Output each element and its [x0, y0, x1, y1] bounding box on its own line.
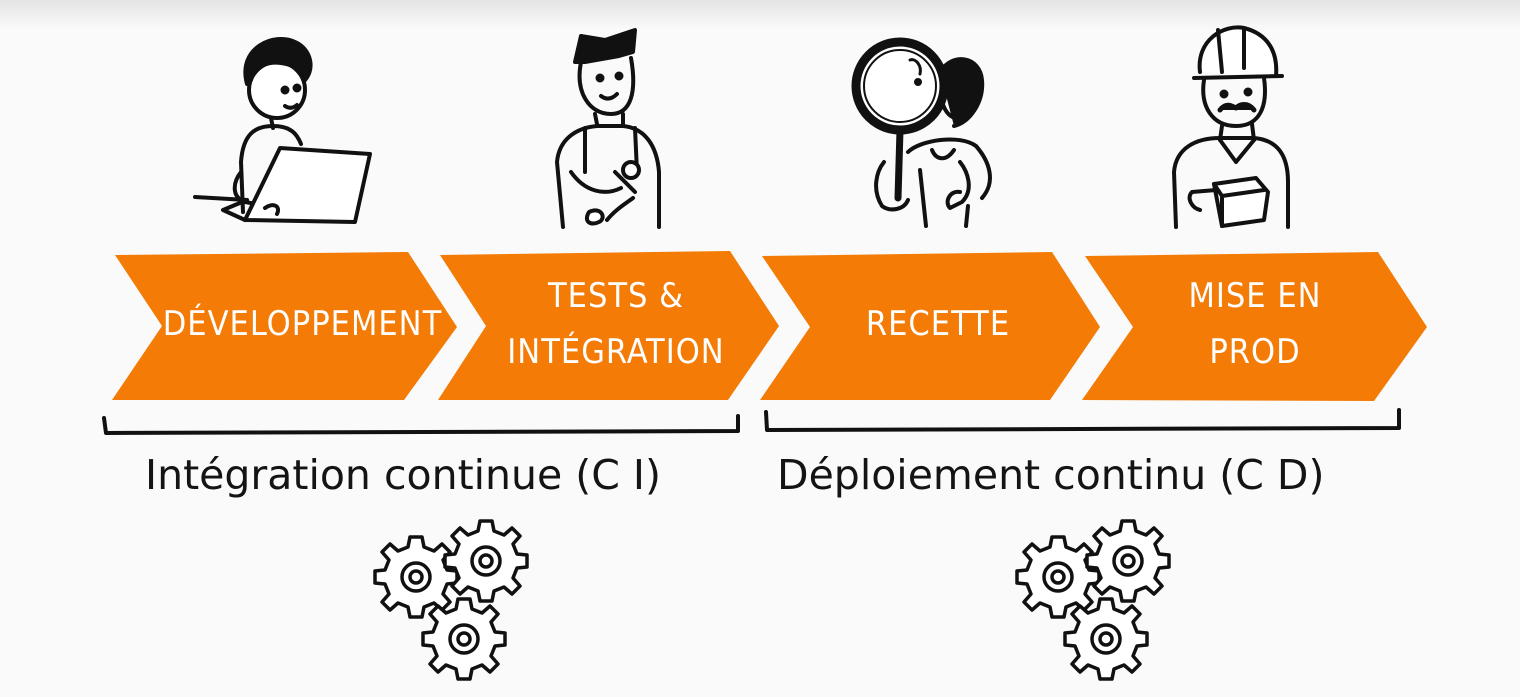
developer-figure — [185, 22, 385, 241]
bracket-cd — [764, 408, 1401, 432]
gears-icon — [1010, 515, 1180, 689]
inspector-figure — [850, 22, 1010, 241]
group-label-cd: Déploiement continu (C D) — [777, 451, 1325, 499]
arrow-development — [112, 252, 457, 400]
stage-label-tests-integration: Tests & intégration — [507, 276, 725, 372]
stage-label-recette: Recette — [865, 304, 1011, 344]
gears-icon — [368, 515, 538, 689]
arrow-recette — [760, 252, 1100, 400]
arrow-mise-en-prod — [1082, 252, 1427, 401]
group-label-ci: Intégration continue (C I) — [145, 451, 662, 499]
arrow-tests-integration — [438, 251, 779, 400]
mechanic-figure — [545, 22, 675, 241]
stage-label-development: Développement — [162, 304, 443, 344]
top-shade — [0, 0, 1520, 30]
worker-figure — [1160, 22, 1300, 241]
bracket-ci — [102, 414, 740, 435]
stage-label-mise-en-prod: Mise en prod — [1188, 276, 1322, 372]
